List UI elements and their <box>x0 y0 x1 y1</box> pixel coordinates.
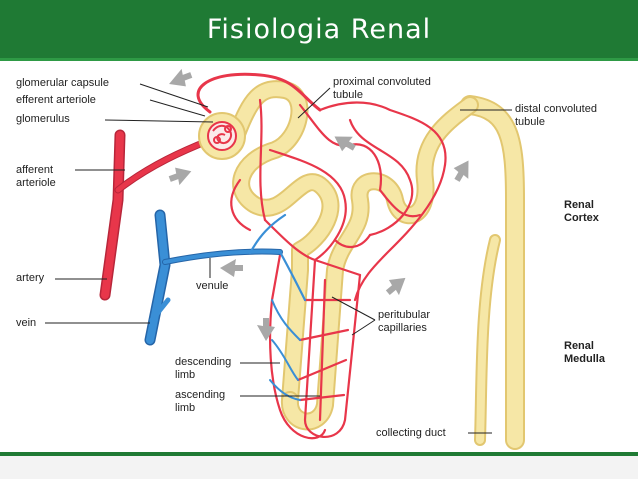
arrow-icon <box>257 318 275 341</box>
label-descending-limb: descending limb <box>175 356 232 381</box>
label-vein: vein <box>16 317 37 329</box>
artery <box>99 129 126 301</box>
collecting-duct <box>460 95 525 450</box>
label-glomerulus: glomerulus <box>16 113 70 125</box>
label-proximal-convoluted-tubule: proximal convoluted tubule <box>333 76 431 101</box>
label-renal-medulla: Renal Medulla <box>564 340 605 365</box>
label-renal-cortex: Renal Cortex <box>564 199 599 224</box>
arrow-icon <box>169 68 193 87</box>
peritubular-capillaries <box>230 98 447 440</box>
leader-lines <box>45 83 512 434</box>
arrow-icon <box>220 259 243 277</box>
label-ascending-limb: ascending limb <box>175 389 226 414</box>
venule <box>162 213 307 401</box>
label-glomerular-capsule: glomerular capsule <box>16 77 109 89</box>
arrow-icon <box>334 136 356 152</box>
flow-arrows <box>168 68 469 341</box>
label-distal-convoluted-tubule: distal convoluted tubule <box>515 103 597 128</box>
label-venule: venule <box>196 280 229 292</box>
label-efferent-arteriole: efferent arteriole <box>16 94 96 106</box>
footer-bar <box>0 452 638 479</box>
loop-of-henle <box>281 96 479 431</box>
label-collecting-duct: collecting duct <box>376 427 446 439</box>
label-peritubular-capillaries: peritubular capillaries <box>378 309 430 334</box>
glomerulus <box>212 124 232 144</box>
efferent-arteriole <box>196 72 322 114</box>
label-afferent-arteriole: afferent arteriole <box>16 164 56 189</box>
arrow-icon <box>385 277 406 296</box>
afferent-arteriole <box>114 136 214 194</box>
page-title: Fisiologia Renal <box>206 14 432 45</box>
glomerular-capsule <box>198 112 246 160</box>
label-artery: artery <box>16 272 45 284</box>
title-bar: Fisiologia Renal <box>0 0 638 61</box>
proximal-convoluted-tubule <box>228 80 340 409</box>
arrow-icon <box>168 167 192 186</box>
arrow-icon <box>453 160 469 182</box>
vein <box>144 209 171 346</box>
